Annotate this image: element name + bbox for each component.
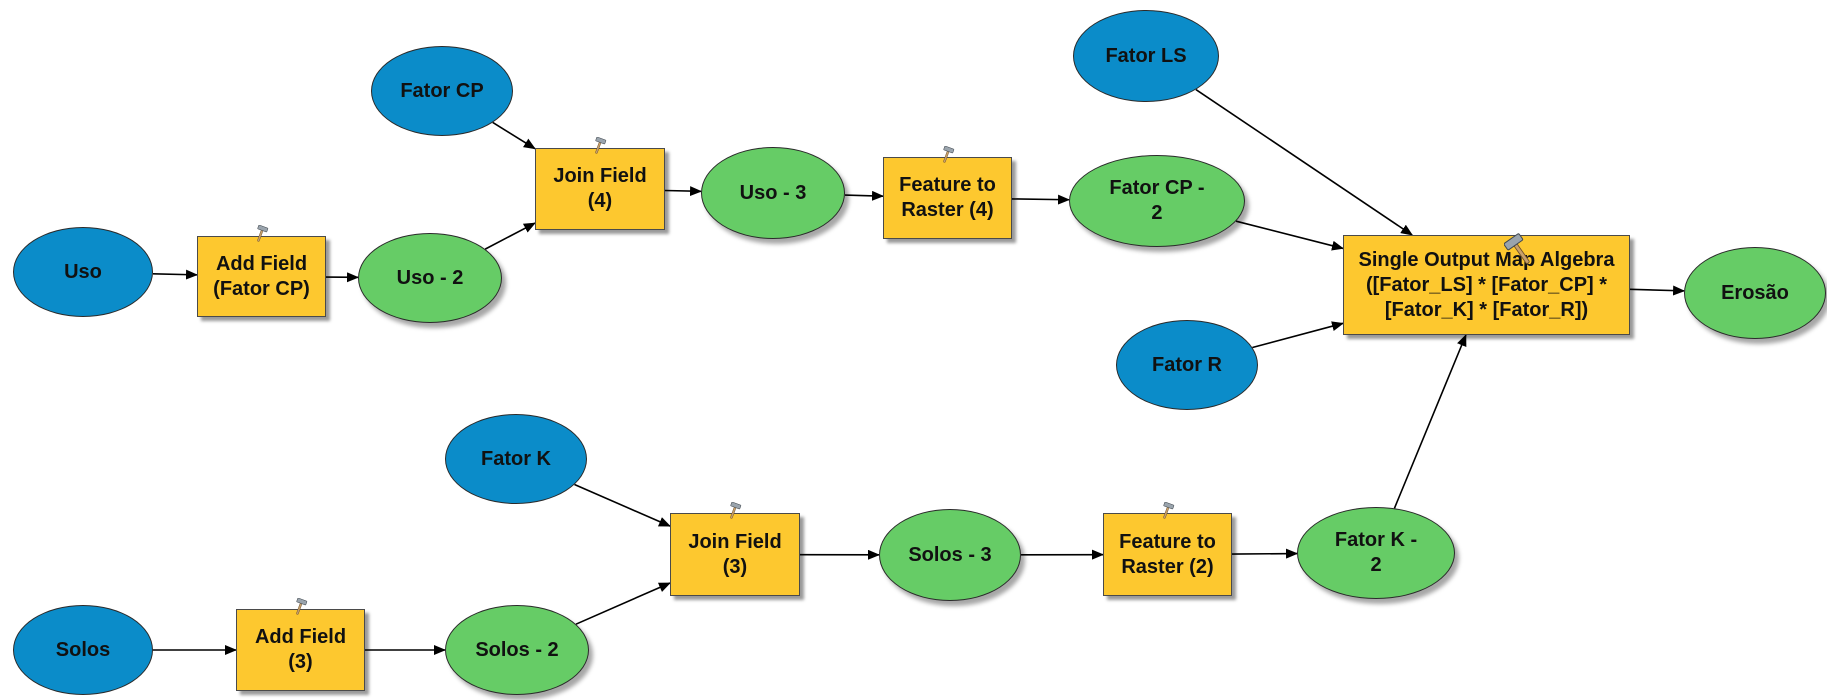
node-label: Solos - 2 [475, 638, 559, 661]
connector-join-field-4-to-uso-3[interactable] [664, 186, 703, 197]
node-label: Feature to Raster (4) [899, 174, 996, 221]
data-node-fator-r[interactable]: Fator R [1116, 320, 1258, 410]
node-label: Single Output Map Algebra ([Fator_LS] * … [1358, 248, 1615, 321]
hammer-icon [1504, 232, 1538, 266]
node-label: Solos - 3 [908, 543, 992, 566]
node-label: Fator LS [1105, 44, 1187, 67]
data-node-solos-3[interactable]: Solos - 3 [879, 509, 1021, 601]
connector-map-algebra-to-erosao[interactable] [1629, 285, 1686, 296]
hammer-icon [591, 137, 609, 155]
connector-uso-2-to-join-field-4[interactable] [484, 222, 536, 250]
tool-node-join-field-4[interactable]: Join Field (4) [535, 137, 665, 230]
data-node-fator-k[interactable]: Fator K [445, 414, 587, 504]
connector-fator-r-to-map-algebra[interactable] [1252, 321, 1344, 349]
tool-node-feature-raster-4[interactable]: Feature to Raster (4) [883, 146, 1012, 239]
hammer-icon [253, 225, 271, 243]
node-label: Add Field (Fator CP) [213, 252, 310, 300]
connector-feature-raster-4-to-fator-cp-2[interactable] [1011, 194, 1071, 205]
data-node-uso-3[interactable]: Uso - 3 [701, 147, 845, 239]
node-label: Solos [55, 638, 111, 661]
tool-node-add-field-cp[interactable]: Add Field (Fator CP) [197, 225, 326, 317]
node-label: Uso - 3 [739, 181, 807, 204]
node-label: Fator K [481, 447, 551, 470]
tool-node-feature-raster-2[interactable]: Feature to Raster (2) [1103, 502, 1232, 596]
tool-node-add-field-3[interactable]: Add Field (3) [236, 598, 365, 691]
hammer-icon [1159, 502, 1177, 520]
connector-uso-3-to-feature-raster-4[interactable] [844, 190, 884, 201]
connector-fator-k-to-join-field-3[interactable] [574, 483, 671, 527]
data-node-fator-ls[interactable]: Fator LS [1073, 10, 1219, 102]
data-node-fator-k-2[interactable]: Fator K - 2 [1297, 507, 1455, 599]
connector-fator-ls-to-map-algebra[interactable] [1195, 88, 1413, 236]
connector-fator-k-2-to-map-algebra[interactable] [1393, 334, 1467, 509]
hammer-icon [939, 146, 957, 164]
data-node-solos[interactable]: Solos [13, 605, 153, 695]
data-node-uso-2[interactable]: Uso - 2 [358, 233, 502, 323]
data-node-fator-cp-2[interactable]: Fator CP - 2 [1069, 155, 1245, 247]
node-label: Erosão [1721, 281, 1789, 304]
data-node-fator-cp[interactable]: Fator CP [371, 46, 513, 136]
connector-solos-2-to-join-field-3[interactable] [575, 582, 671, 625]
data-node-uso[interactable]: Uso [13, 227, 153, 317]
hammer-icon [292, 598, 310, 616]
node-label: Uso - 2 [396, 266, 464, 289]
node-label: Feature to Raster (2) [1119, 530, 1216, 578]
node-label: Fator K - 2 [1334, 529, 1418, 576]
hammer-icon [726, 502, 744, 520]
node-label: Add Field (3) [254, 626, 347, 673]
node-label: Join Field (4) [553, 165, 647, 212]
node-label: Join Field (3) [688, 530, 782, 578]
node-label: Fator CP - 2 [1109, 177, 1205, 224]
node-label: Uso [64, 260, 102, 283]
data-node-erosao[interactable]: Erosão [1684, 247, 1826, 339]
tool-node-map-algebra[interactable]: Single Output Map Algebra ([Fator_LS] * … [1343, 232, 1630, 335]
node-label: Fator CP [400, 79, 484, 102]
node-label: Fator R [1152, 353, 1222, 376]
data-node-solos-2[interactable]: Solos - 2 [445, 605, 589, 695]
connector-fator-cp-to-join-field-4[interactable] [492, 121, 536, 150]
connector-fator-cp-2-to-map-algebra[interactable] [1235, 220, 1344, 251]
connector-uso-to-add-field-cp[interactable] [152, 269, 198, 280]
tool-node-join-field-3[interactable]: Join Field (3) [670, 502, 800, 596]
